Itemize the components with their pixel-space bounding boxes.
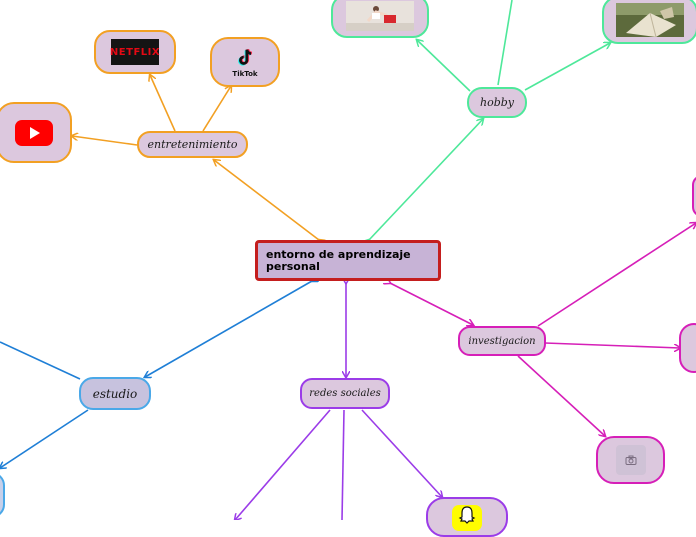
edge-investigacion-right — [544, 342, 680, 348]
edge-central-investigacion — [390, 283, 473, 325]
mind-map-canvas — [0, 0, 696, 520]
edge-hobby-dance — [417, 40, 471, 92]
node-redes-sociales-label: redes sociales — [309, 388, 381, 399]
node-estudio[interactable]: estudio — [79, 377, 151, 410]
netflix-logo: NETFLIX — [110, 39, 160, 65]
node-entretenimiento[interactable]: entretenimiento — [137, 131, 248, 158]
edge-estudio-left — [0, 341, 81, 380]
central-node[interactable]: entorno de aprendizaje personal — [255, 240, 441, 281]
edge-entretenimiento-netflix — [150, 75, 176, 132]
node-hobby[interactable]: hobby — [467, 87, 527, 118]
image-node-research-top[interactable] — [692, 175, 696, 217]
image-node-dance[interactable] — [331, 0, 429, 38]
edge-entretenimiento-youtube — [72, 136, 138, 146]
edge-central-hobby — [369, 119, 483, 240]
node-estudio-label: estudio — [92, 386, 138, 401]
youtube-logo — [15, 119, 53, 146]
central-node-label: entorno de aprendizaje personal — [266, 247, 411, 273]
tiktok-logo — [238, 48, 253, 66]
camera-placeholder — [615, 445, 646, 475]
image-node-tiktok[interactable]: TikTok — [210, 37, 280, 87]
node-entretenimiento-label: entretenimiento — [147, 138, 238, 151]
node-investigacion-label: investigacion — [468, 335, 536, 347]
image-node-research-right[interactable] — [679, 323, 696, 373]
edge-investigacion-camera — [517, 355, 605, 436]
edge-estudio-bottom — [0, 409, 89, 468]
edge-entretenimiento-tiktok — [202, 86, 231, 132]
camera-icon — [625, 455, 636, 465]
image-node-camera[interactable] — [596, 436, 665, 484]
edge-investigacion-top — [537, 223, 696, 327]
edge-redes-snapchat — [361, 409, 442, 497]
book-photo — [616, 3, 684, 37]
image-node-book[interactable] — [602, 0, 696, 44]
edge-redes-left — [235, 409, 331, 520]
node-redes-sociales[interactable]: redes sociales — [300, 378, 390, 409]
image-node-youtube[interactable] — [0, 102, 72, 163]
edge-redes-middle — [341, 409, 345, 520]
node-hobby-label: hobby — [479, 96, 514, 109]
edge-hobby-top — [497, 0, 513, 86]
edge-central-entretenimiento — [214, 160, 319, 240]
edge-hobby-book — [524, 43, 610, 91]
edge-central-estudio — [145, 281, 312, 377]
image-node-netflix[interactable]: NETFLIX — [94, 30, 176, 74]
node-investigacion[interactable]: investigacion — [458, 326, 546, 356]
dance-photo — [346, 1, 414, 31]
image-node-snapchat[interactable] — [426, 497, 508, 537]
snapchat-logo — [452, 505, 482, 531]
